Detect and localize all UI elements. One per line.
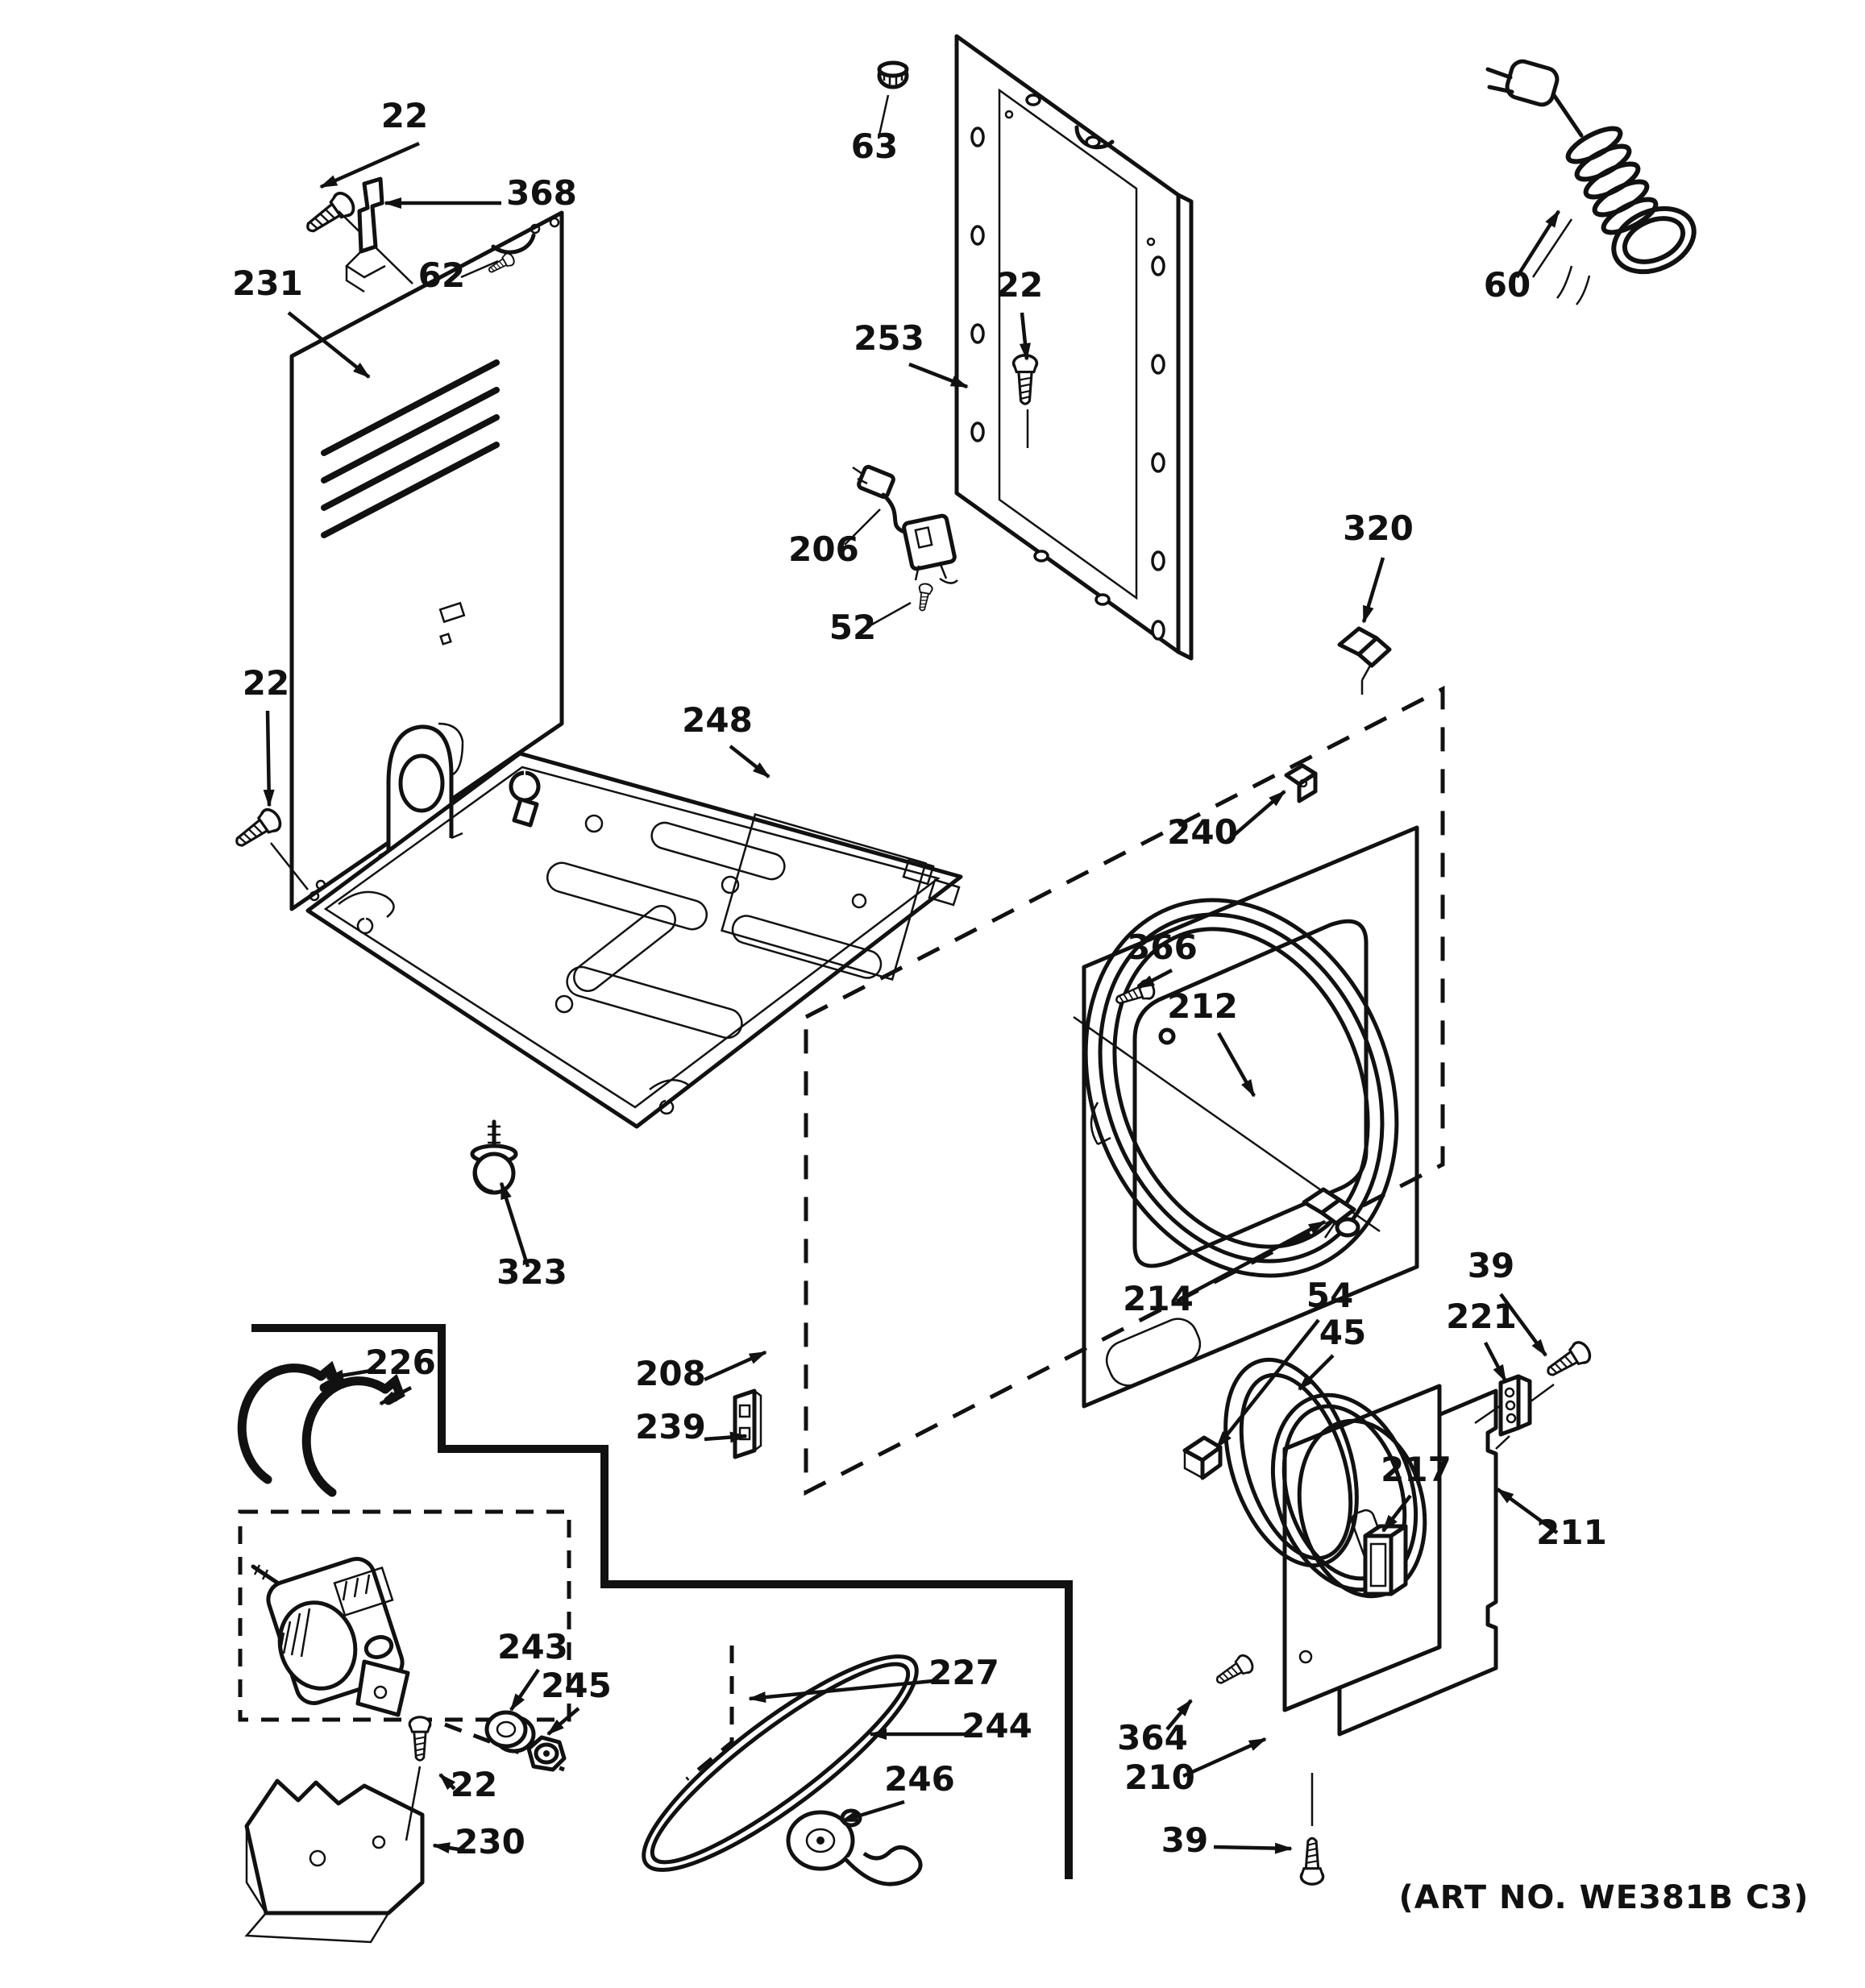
callout-246: 246 — [884, 1759, 955, 1799]
callout-arrows — [263, 94, 1573, 1854]
screw-leader-2 — [270, 842, 309, 890]
motor-bracket — [244, 1778, 425, 1944]
door-bottom-screw — [1299, 1837, 1325, 1886]
callout-217: 217 — [1381, 1450, 1452, 1489]
callout-63: 63 — [851, 127, 898, 166]
callout-230: 230 — [455, 1822, 525, 1861]
callout-39-hinge: 39 — [1468, 1246, 1514, 1285]
callout-248: 248 — [682, 700, 753, 740]
thermostat-screw — [914, 582, 934, 613]
callout-22-rear: 22 — [381, 96, 428, 135]
callout-253: 253 — [854, 318, 924, 358]
drive-belt — [642, 1654, 919, 1872]
rear-bracket-screw — [300, 188, 359, 241]
callout-227: 227 — [928, 1653, 999, 1692]
callout-62: 62 — [418, 255, 465, 295]
back-lower-screw — [229, 804, 286, 855]
drum-bulkhead — [1073, 825, 1419, 1409]
door-hinge — [1474, 1374, 1555, 1450]
door-handle — [1363, 1524, 1408, 1596]
callout-54: 54 — [1306, 1276, 1353, 1315]
callout-labels: 22 368 62 231 63 253 22 60 206 52 320 22… — [232, 96, 1809, 1916]
callout-22-back: 22 — [243, 663, 289, 703]
bracket-screw-leader — [405, 1766, 422, 1841]
motor-box-outline — [238, 1509, 571, 1722]
cap-nut — [877, 60, 909, 89]
callout-208: 208 — [635, 1354, 706, 1393]
back-panel — [289, 210, 564, 911]
callout-240: 240 — [1167, 812, 1238, 852]
hole — [309, 890, 320, 902]
base-pan — [305, 751, 963, 1129]
power-cord — [1485, 59, 1697, 305]
ground-bracket — [345, 176, 386, 293]
thermostat-switch — [852, 464, 958, 584]
callout-239: 239 — [635, 1407, 706, 1446]
callout-320: 320 — [1343, 508, 1414, 548]
callout-231: 231 — [232, 264, 303, 303]
callout-39-door: 39 — [1161, 1820, 1208, 1860]
leveling-leg — [470, 1119, 518, 1195]
side-frame-screw — [1011, 354, 1039, 406]
callout-210: 210 — [1124, 1758, 1195, 1797]
clip-top-front — [1337, 626, 1392, 695]
callout-214: 214 — [1123, 1279, 1194, 1318]
callout-52: 52 — [829, 608, 876, 647]
clip-lower — [733, 1388, 762, 1459]
drive-motor — [251, 1557, 410, 1717]
callout-243: 243 — [497, 1627, 568, 1666]
callout-366: 366 — [1127, 928, 1198, 967]
blower-duct — [378, 722, 464, 857]
callout-60: 60 — [1484, 265, 1531, 305]
idler-pulley — [786, 1808, 923, 1886]
inner-door-screw — [1211, 1651, 1257, 1691]
inset-border — [251, 1324, 1073, 1879]
callout-22-frame: 22 — [996, 265, 1043, 305]
hinge-screw — [1541, 1338, 1595, 1384]
callout-212: 212 — [1167, 986, 1238, 1026]
callout-364: 364 — [1117, 1718, 1188, 1758]
bracket-screw — [408, 1716, 432, 1762]
callout-244: 244 — [962, 1706, 1032, 1745]
door-catch — [1182, 1435, 1223, 1480]
callout-323: 323 — [496, 1252, 567, 1292]
pulley-washer — [526, 1735, 567, 1772]
callout-245: 245 — [541, 1666, 612, 1705]
callout-211: 211 — [1536, 1513, 1607, 1552]
bearing-slide-clip — [1302, 1187, 1360, 1239]
callout-368: 368 — [506, 173, 577, 213]
art-number: (ART NO. WE381B C3) — [1399, 1879, 1809, 1916]
callout-22-motor: 22 — [451, 1765, 497, 1804]
front-panel-outline — [804, 685, 1445, 1496]
motor-pulley — [484, 1710, 536, 1754]
callout-226: 226 — [365, 1343, 436, 1382]
callout-221: 221 — [1446, 1297, 1517, 1336]
callout-45: 45 — [1319, 1313, 1366, 1352]
callout-206: 206 — [788, 529, 859, 569]
clip-front-panel — [1284, 763, 1318, 803]
belt-path-line — [685, 1646, 734, 1781]
motor-clips — [237, 1360, 405, 1497]
side-panel-frame — [954, 34, 1194, 661]
